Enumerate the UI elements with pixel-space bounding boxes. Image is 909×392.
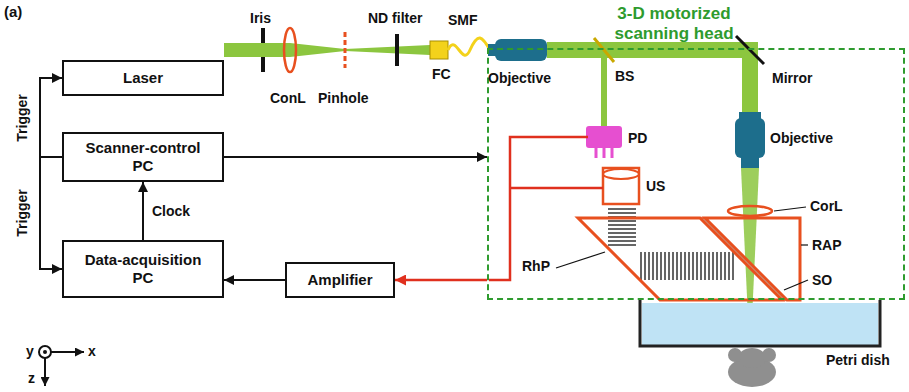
- part-name: SO: [812, 272, 832, 288]
- objective-nose: [488, 44, 496, 56]
- iris-blade: [261, 28, 265, 43]
- part-name: FC: [432, 66, 451, 82]
- signal-label: Clock: [150, 203, 192, 219]
- beam-splitter: [594, 38, 614, 62]
- signal-wire: [510, 187, 603, 190]
- transducer-top: [603, 169, 639, 179]
- pinhole: [344, 32, 347, 68]
- photodiode-pins: [596, 148, 612, 158]
- part-name: CorL: [810, 198, 843, 214]
- collimated-beam: [742, 50, 758, 112]
- diverging-beam: [345, 45, 430, 55]
- computer-box: Data-acquisition PC: [62, 240, 224, 298]
- part-name: BS: [615, 68, 634, 84]
- signal-connector: [395, 279, 487, 282]
- part-name: SMF: [448, 12, 478, 28]
- condenser-lens: [284, 28, 296, 72]
- signal-connector: [142, 182, 144, 240]
- iris-blade: [261, 57, 265, 72]
- acoustic-wave: [640, 252, 736, 280]
- axis-label: x: [88, 343, 96, 359]
- laser-beam: [224, 43, 266, 57]
- axis-dot: [43, 350, 47, 354]
- region-heading: 3-D motorized scanning head: [604, 4, 744, 44]
- laser-beam: [265, 43, 290, 57]
- leader-line: [774, 207, 806, 211]
- part-name: Petri dish: [826, 352, 890, 368]
- box-label: Laser: [123, 69, 163, 87]
- axis-label: z: [28, 370, 35, 386]
- signal-label: Trigger: [14, 92, 30, 143]
- water: [642, 303, 878, 345]
- axis-arrow: [51, 351, 84, 353]
- box-label: Data-acquisition PC: [78, 251, 208, 287]
- leader-line: [784, 280, 808, 290]
- part-name: Mirror: [772, 70, 812, 86]
- mirror: [736, 36, 764, 64]
- photodiode: [586, 126, 622, 148]
- part-name: ConL: [270, 90, 306, 106]
- right-angle-prism: [705, 218, 800, 300]
- part-name: US: [646, 178, 665, 194]
- rhomboid-prism: [578, 218, 782, 300]
- signal-connector: [224, 279, 285, 281]
- objective-body: [495, 39, 547, 61]
- objective-body: [735, 118, 765, 158]
- signal-connector: [40, 157, 62, 269]
- fiber-coupler: [430, 41, 448, 59]
- part-name: Pinhole: [318, 90, 369, 106]
- part-name: Objective: [488, 70, 551, 86]
- device-box: Amplifier: [285, 262, 395, 298]
- signal-wire: [489, 137, 588, 280]
- reflected-beam: [601, 50, 607, 128]
- leader-line: [801, 244, 808, 245]
- part-name: ND filter: [368, 10, 422, 26]
- correction-lens: [728, 206, 772, 216]
- converging-beam: [290, 43, 345, 57]
- axis-arrow: [44, 358, 46, 386]
- signal-connector: [224, 156, 487, 158]
- part-name: Iris: [250, 10, 271, 26]
- axis-out-of-page: [39, 346, 51, 358]
- leader-line: [556, 252, 605, 268]
- ultrasound-transducer: [603, 168, 639, 204]
- device-box: Laser: [62, 60, 224, 96]
- signal-connector: [40, 78, 62, 157]
- signal-label: Trigger: [14, 187, 30, 238]
- axis-label: y: [26, 343, 34, 359]
- part-name: RAP: [812, 237, 842, 253]
- petri-dish: [640, 300, 880, 346]
- panel-letter: (a): [4, 4, 22, 20]
- mouse-ear: [728, 348, 742, 362]
- box-label: Amplifier: [307, 271, 372, 289]
- part-name: Objective: [770, 130, 833, 146]
- objective-nose: [741, 158, 759, 168]
- box-label: Scanner-control PC: [78, 139, 208, 175]
- collimated-beam: [547, 42, 758, 58]
- mouse-head: [738, 348, 766, 368]
- computer-box: Scanner-control PC: [62, 132, 224, 182]
- nd-filter: [395, 34, 399, 66]
- part-name: PD: [628, 130, 647, 146]
- part-name: RhP: [522, 258, 550, 274]
- acoustic-wave: [608, 206, 636, 248]
- mouse-ear: [762, 348, 776, 362]
- single-mode-fiber: [448, 38, 490, 55]
